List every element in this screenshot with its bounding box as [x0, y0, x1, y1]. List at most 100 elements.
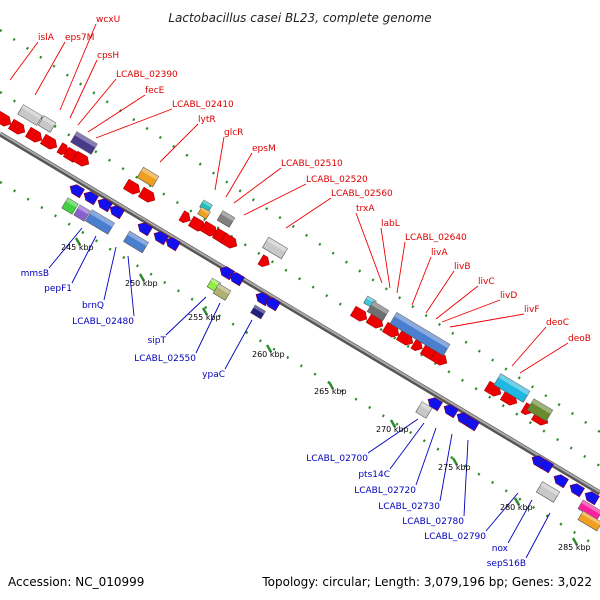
forward-gene-arrow	[7, 118, 26, 135]
forward-gene-label: LCABL_02510	[281, 159, 343, 169]
forward-gene-label: cpsH	[97, 51, 119, 61]
reverse-gene-arrow	[265, 297, 281, 312]
reverse-gene-box	[577, 499, 600, 521]
map-title: Lactobacillus casei BL23, complete genom…	[168, 11, 431, 25]
forward-gene-label: LCABL_02520	[306, 175, 368, 185]
forward-gene-label: lytR	[198, 115, 216, 125]
forward-gene-label: deoC	[546, 318, 569, 328]
forward-gene-label: LCABL_02410	[172, 100, 234, 110]
forward-gene-label: livC	[478, 277, 495, 287]
reverse-gene-arrow	[69, 184, 85, 199]
reverse-gene-label: pepF1	[44, 284, 72, 294]
reverse-gene-label: nox	[492, 544, 509, 554]
kbp-label: 245 kbp	[61, 243, 94, 252]
forward-gene-arrow	[257, 254, 270, 267]
reverse-gene-arrow	[569, 483, 585, 498]
reverse-gene-arrow	[165, 237, 181, 252]
reverse-gene-arrow	[553, 474, 569, 489]
forward-gene-label: LCABL_02640	[405, 233, 467, 243]
forward-gene-box	[216, 210, 236, 228]
forward-gene-arrow	[137, 186, 156, 203]
accession-text: Accession: NC_010999	[8, 575, 144, 589]
reverse-gene-box	[73, 204, 91, 222]
reverse-gene-box	[61, 197, 79, 215]
reverse-gene-label: LCABL_02790	[424, 532, 486, 542]
forward-gene-label: LCABL_02560	[331, 189, 393, 199]
reverse-gene-box	[123, 230, 149, 254]
forward-gene-box	[197, 206, 211, 220]
forward-gene-box	[526, 398, 554, 422]
forward-tick-row-inner	[0, 90, 600, 468]
reverse-gene-arrow	[538, 459, 554, 474]
reverse-gene-arrow	[153, 231, 169, 246]
genome-summary-text: Topology: circular; Length: 3,079,196 bp…	[261, 575, 592, 589]
kbp-label: 285 kbp	[558, 543, 591, 552]
forward-gene-arrow	[122, 178, 141, 195]
forward-gene-arrow	[349, 305, 368, 322]
forward-gene-label: epsM	[252, 144, 276, 154]
reverse-gene-label: LCABL_02480	[72, 317, 134, 327]
kbp-label: 265 kbp	[314, 387, 347, 396]
forward-gene-box	[70, 131, 98, 155]
reverse-gene-arrow	[137, 222, 153, 237]
reverse-gene-label: ypaC	[202, 370, 225, 380]
reverse-gene-box	[85, 209, 115, 235]
forward-gene-label: islA	[38, 33, 55, 43]
kbp-label: 250 kbp	[125, 279, 158, 288]
gene-features	[0, 104, 600, 532]
forward-gene-label: livB	[454, 262, 471, 272]
forward-gene-label: labL	[381, 219, 400, 229]
reverse-gene-label: LCABL_02780	[402, 517, 464, 527]
kbp-label: 255 kbp	[188, 313, 221, 322]
reverse-gene-label: LCABL_02700	[306, 454, 368, 464]
label-leaders	[9, 23, 569, 559]
reverse-gene-label: LCABL_02730	[378, 502, 440, 512]
forward-gene-label: livD	[500, 291, 517, 301]
reverse-gene-label: LCABL_02550	[134, 354, 196, 364]
position-markers: 245 kbp 250 kbp 255 kbp 260 kbp 265 kbp 270 k…	[61, 237, 591, 552]
forward-gene-arrow	[39, 133, 58, 150]
forward-gene-arrow	[56, 142, 69, 155]
reverse-gene-arrow	[443, 404, 459, 419]
forward-gene-box	[366, 300, 390, 322]
forward-gene-box	[199, 199, 213, 213]
forward-gene-label: eps7M	[65, 33, 94, 43]
forward-gene-arrow	[24, 126, 43, 143]
reverse-gene-arrow	[97, 198, 113, 213]
reverse-gene-box	[577, 510, 600, 532]
forward-gene-arrow	[178, 210, 191, 223]
forward-gene-box	[389, 312, 451, 356]
forward-gene-box	[37, 115, 57, 133]
reverse-gene-label: pts14C	[358, 470, 390, 480]
forward-gene-box	[17, 104, 43, 126]
reverse-gene-label: mmsB	[21, 269, 49, 279]
forward-gene-label: glcR	[224, 128, 243, 138]
forward-gene-arrow	[71, 150, 90, 167]
reverse-gene-label: sepS16B	[487, 559, 526, 569]
forward-gene-arrow	[199, 220, 218, 237]
reverse-gene-label: LCABL_02720	[354, 486, 416, 496]
reverse-gene-arrow	[584, 491, 600, 506]
reverse-gene-label: brnQ	[82, 301, 104, 311]
kbp-label: 280 kbp	[500, 503, 533, 512]
forward-gene-label: livA	[431, 248, 448, 258]
kbp-label: 275 kbp	[438, 463, 471, 472]
reverse-gene-arrow	[83, 191, 99, 206]
forward-gene-arrow	[219, 232, 238, 249]
forward-gene-box	[493, 373, 531, 403]
reverse-gene-arrow	[464, 417, 480, 432]
forward-gene-label: fecE	[145, 86, 165, 96]
reverse-gene-box	[250, 304, 266, 320]
forward-gene-arrow	[0, 110, 12, 127]
forward-gene-label: livF	[524, 305, 540, 315]
reverse-gene-label: sipT	[148, 336, 167, 346]
forward-gene-label: LCABL_02390	[116, 70, 178, 80]
forward-gene-box	[136, 166, 160, 188]
forward-tick-row-outer	[0, 28, 600, 434]
kbp-label: 270 kbp	[376, 425, 409, 434]
reverse-gene-box	[535, 481, 561, 503]
kbp-label: 260 kbp	[252, 350, 285, 359]
reverse-gene-arrow	[427, 397, 443, 412]
